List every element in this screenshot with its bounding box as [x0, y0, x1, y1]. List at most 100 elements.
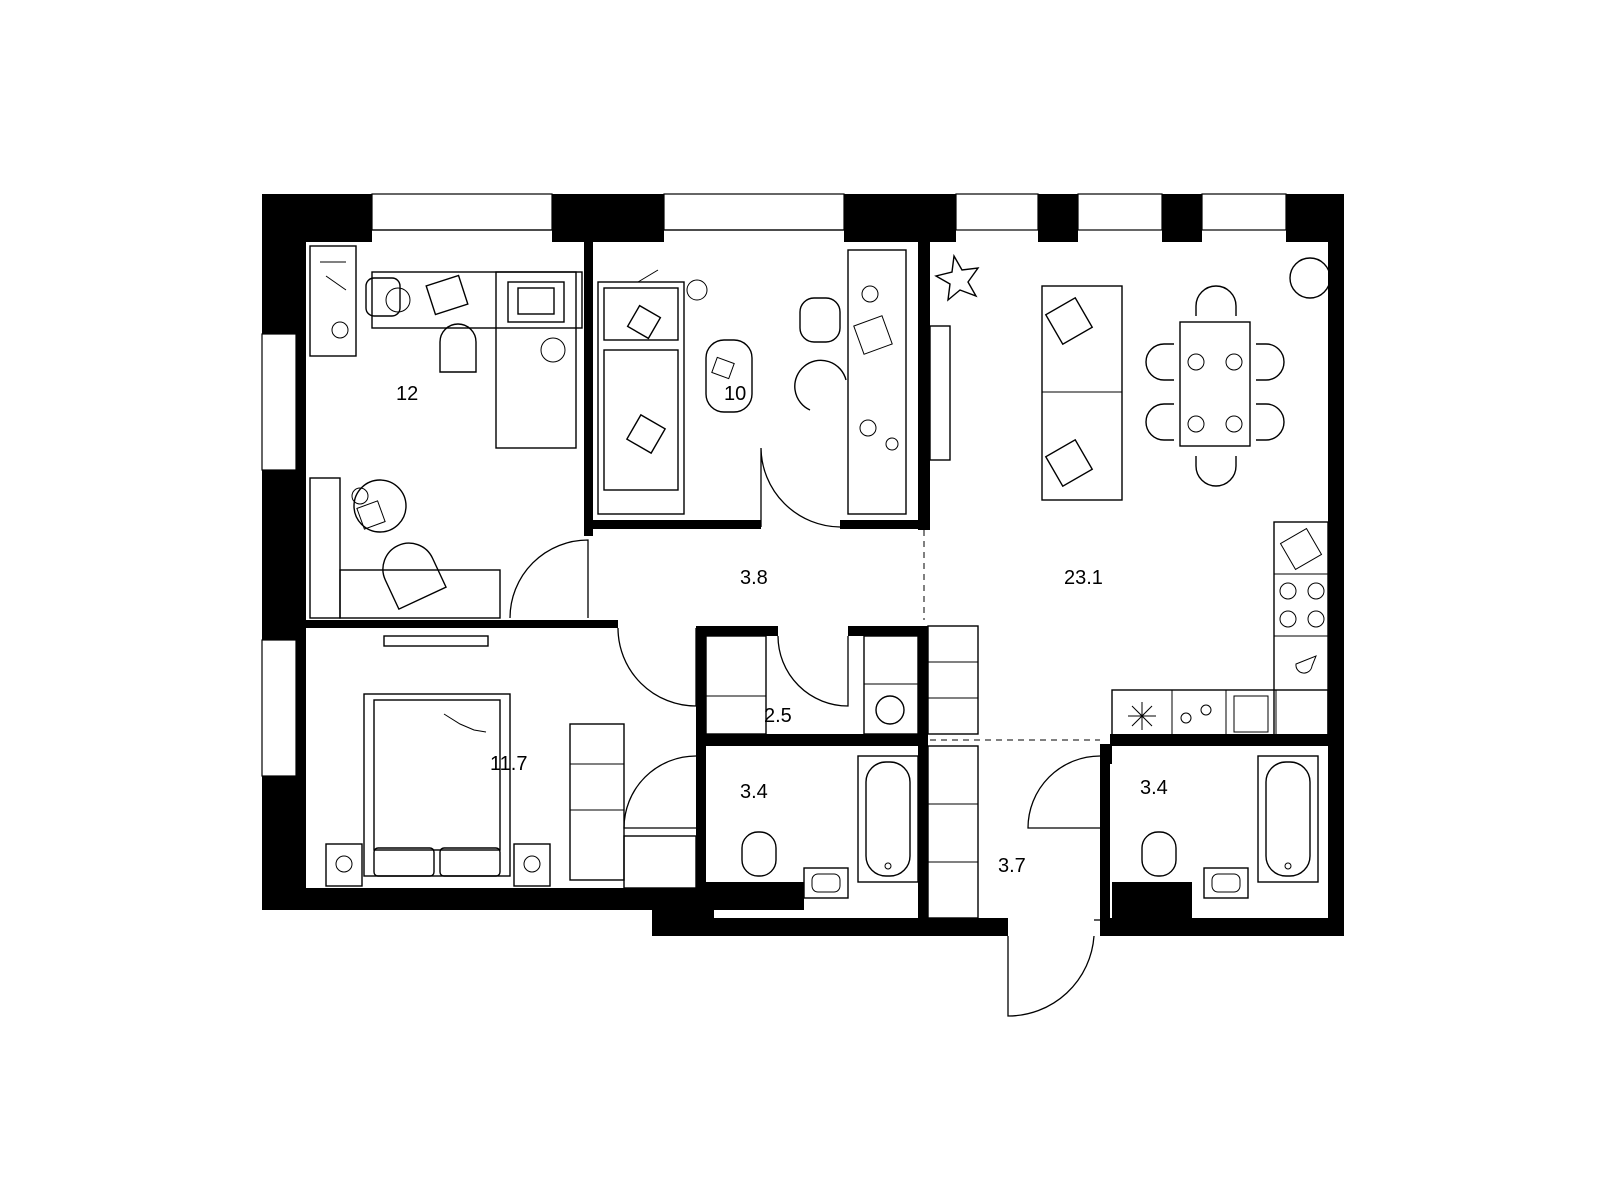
plate-icon	[1187, 353, 1205, 371]
wall-kids-bottom-right	[840, 520, 930, 529]
sink-icon	[1233, 695, 1269, 733]
bathtub	[1257, 755, 1319, 883]
chair-icon	[439, 323, 477, 373]
window-top-4	[1077, 193, 1163, 231]
wall-left-window-sill-2	[296, 640, 306, 776]
wall-pillar-top-3	[844, 194, 956, 242]
stove-burner-icon	[1279, 582, 1297, 600]
wall-kids-bottom	[593, 520, 761, 529]
book-icon	[356, 500, 386, 530]
cat-icon	[443, 713, 487, 733]
room-labels: 12 10 3.8 23.1 2.5 11.7 3.4 3.4 3.7	[396, 383, 1168, 877]
wall-partition-2	[918, 242, 930, 530]
lamp-icon	[331, 321, 349, 339]
plant-icon	[934, 253, 980, 302]
bed-double	[363, 693, 511, 877]
room-area-bedroom-11-7: 11.7	[490, 753, 527, 775]
wall-bedrooms-divider-b	[584, 620, 618, 628]
book-icon	[711, 356, 735, 380]
room-area-utility: 2.5	[764, 705, 792, 727]
tv-icon	[383, 635, 489, 647]
sink-drop-icon	[1295, 655, 1317, 674]
kitchen-counter-bottom	[1111, 689, 1329, 741]
kettle-icon	[1279, 527, 1323, 571]
furniture-utility	[705, 635, 919, 735]
cabinet	[309, 477, 341, 619]
wall-pillar-top-5	[1162, 194, 1202, 242]
door-utility	[777, 635, 849, 707]
dining-table	[1179, 321, 1251, 447]
window-left-2	[261, 639, 297, 777]
ball-icon	[686, 279, 708, 301]
room-area-bathroom-left: 3.4	[740, 781, 768, 803]
pillow-icon	[439, 847, 501, 877]
lamp-icon	[859, 419, 877, 437]
wall-bath-right-bottom	[1112, 882, 1192, 922]
washing-machine-icon	[875, 695, 905, 725]
toilet-icon	[1141, 831, 1177, 877]
furniture-bathroom-right	[1141, 755, 1319, 899]
wall-corridor-left	[918, 626, 928, 936]
plant-icon	[885, 437, 899, 451]
window-top-2	[663, 193, 845, 231]
wall-bottom-left	[262, 888, 714, 910]
wall-bedrooms-divider-a	[306, 620, 592, 628]
shelf	[309, 245, 357, 357]
window-left-1	[261, 333, 297, 471]
wall-utility-top-b	[848, 626, 928, 636]
dresser	[623, 835, 697, 889]
pillow-icon	[373, 847, 435, 877]
kitchen-counter	[1273, 521, 1329, 741]
room-area-hall: 3.8	[740, 567, 768, 589]
room-area-entrance-hall: 3.7	[998, 855, 1026, 877]
wall-right	[1328, 194, 1344, 936]
wall-bath-left-bottom	[706, 882, 804, 910]
chair-icon	[1195, 285, 1237, 316]
chair-icon	[799, 297, 841, 343]
wall-utility-top-a	[696, 626, 778, 636]
hob-icon	[1200, 704, 1212, 716]
furniture-bedroom-12	[309, 245, 583, 647]
chair-icon	[1195, 456, 1237, 487]
cushion-icon	[1044, 296, 1094, 346]
wall-pillar-top-2	[552, 194, 664, 242]
wall-pillar-top-4	[1038, 194, 1078, 242]
bed-single	[495, 271, 577, 449]
toy-icon	[540, 337, 566, 363]
wall-bottom-middle	[652, 918, 1008, 936]
furniture-kids-room	[597, 249, 951, 515]
laptop-icon	[425, 274, 469, 316]
hob-icon	[1180, 712, 1192, 724]
pillow-icon	[625, 413, 667, 455]
wardrobe	[927, 745, 979, 919]
furniture-bathroom-left	[741, 755, 919, 899]
laptop-icon	[853, 315, 893, 355]
door-entrance	[1007, 935, 1095, 1017]
wall-left-middle	[262, 470, 306, 640]
desk	[371, 271, 583, 329]
snowflake-icon	[1128, 702, 1156, 730]
walls	[262, 194, 1344, 936]
armchair-icon	[382, 542, 447, 611]
pillow-icon	[626, 304, 662, 340]
wall-left-lower	[262, 776, 306, 910]
wall-bottom-right	[1100, 918, 1344, 936]
chair-icon	[1256, 343, 1285, 381]
nightstand	[325, 843, 363, 887]
tv-stand	[929, 325, 951, 461]
bathtub	[857, 755, 919, 883]
washbasin-icon	[803, 867, 849, 899]
bunk-bed	[597, 281, 685, 515]
window-top-3	[955, 193, 1039, 231]
door-bathroom-right	[1027, 755, 1101, 829]
dresser	[339, 569, 501, 619]
shelf	[705, 635, 767, 735]
window-top-1	[371, 193, 553, 231]
desk-chair-icon	[365, 277, 401, 317]
room-area-living-kitchen: 23.1	[1064, 567, 1103, 589]
wardrobe-desk	[847, 249, 907, 515]
wall-bath-left	[696, 626, 706, 890]
wall-bath-right-jamb	[1100, 744, 1112, 764]
headphones-icon	[861, 285, 879, 303]
